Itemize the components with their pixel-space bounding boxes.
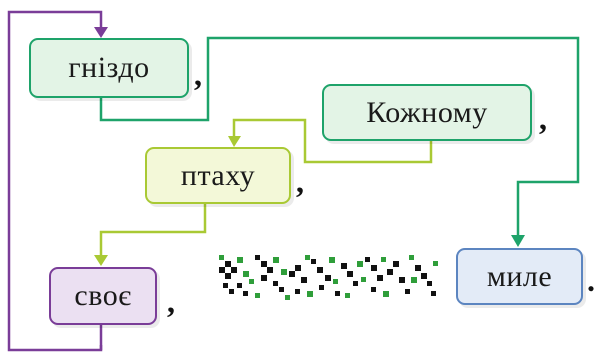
arrow-head-ptakhu (228, 136, 241, 147)
word-gnizdo: гніздо (29, 38, 189, 98)
punct-after-ptakhu: , (296, 163, 304, 199)
ornament-motif (219, 255, 438, 300)
word-kozhnomu-label: Кожному (366, 95, 488, 129)
arrow-ptakhu-to-svoye (99, 200, 207, 258)
word-myle: миле (456, 248, 583, 305)
punct-after-gnizdo: , (194, 56, 202, 92)
arrow-head-gnizdo (94, 27, 108, 38)
word-svoye: своє (49, 267, 157, 325)
punct-after-kozhnomu: , (539, 100, 547, 136)
word-gnizdo-label: гніздо (68, 51, 150, 84)
word-ptakhu-label: птаху (180, 158, 256, 192)
punct-after-svoye: , (167, 283, 175, 319)
word-myle-label: миле (486, 259, 553, 293)
word-ptakhu: птаху (145, 147, 291, 204)
arrow-kozhnomu-to-ptakhu (232, 118, 433, 164)
arrow-head-myle (511, 235, 525, 247)
embroidery-ornament-icon (219, 255, 438, 300)
word-kozhnomu: Кожному (322, 84, 532, 141)
arrow-head-svoye (94, 255, 108, 266)
word-svoye-label: своє (74, 279, 132, 312)
punct-after-myle: . (587, 262, 595, 298)
arrow-gnizdo-to-myle (99, 36, 580, 238)
